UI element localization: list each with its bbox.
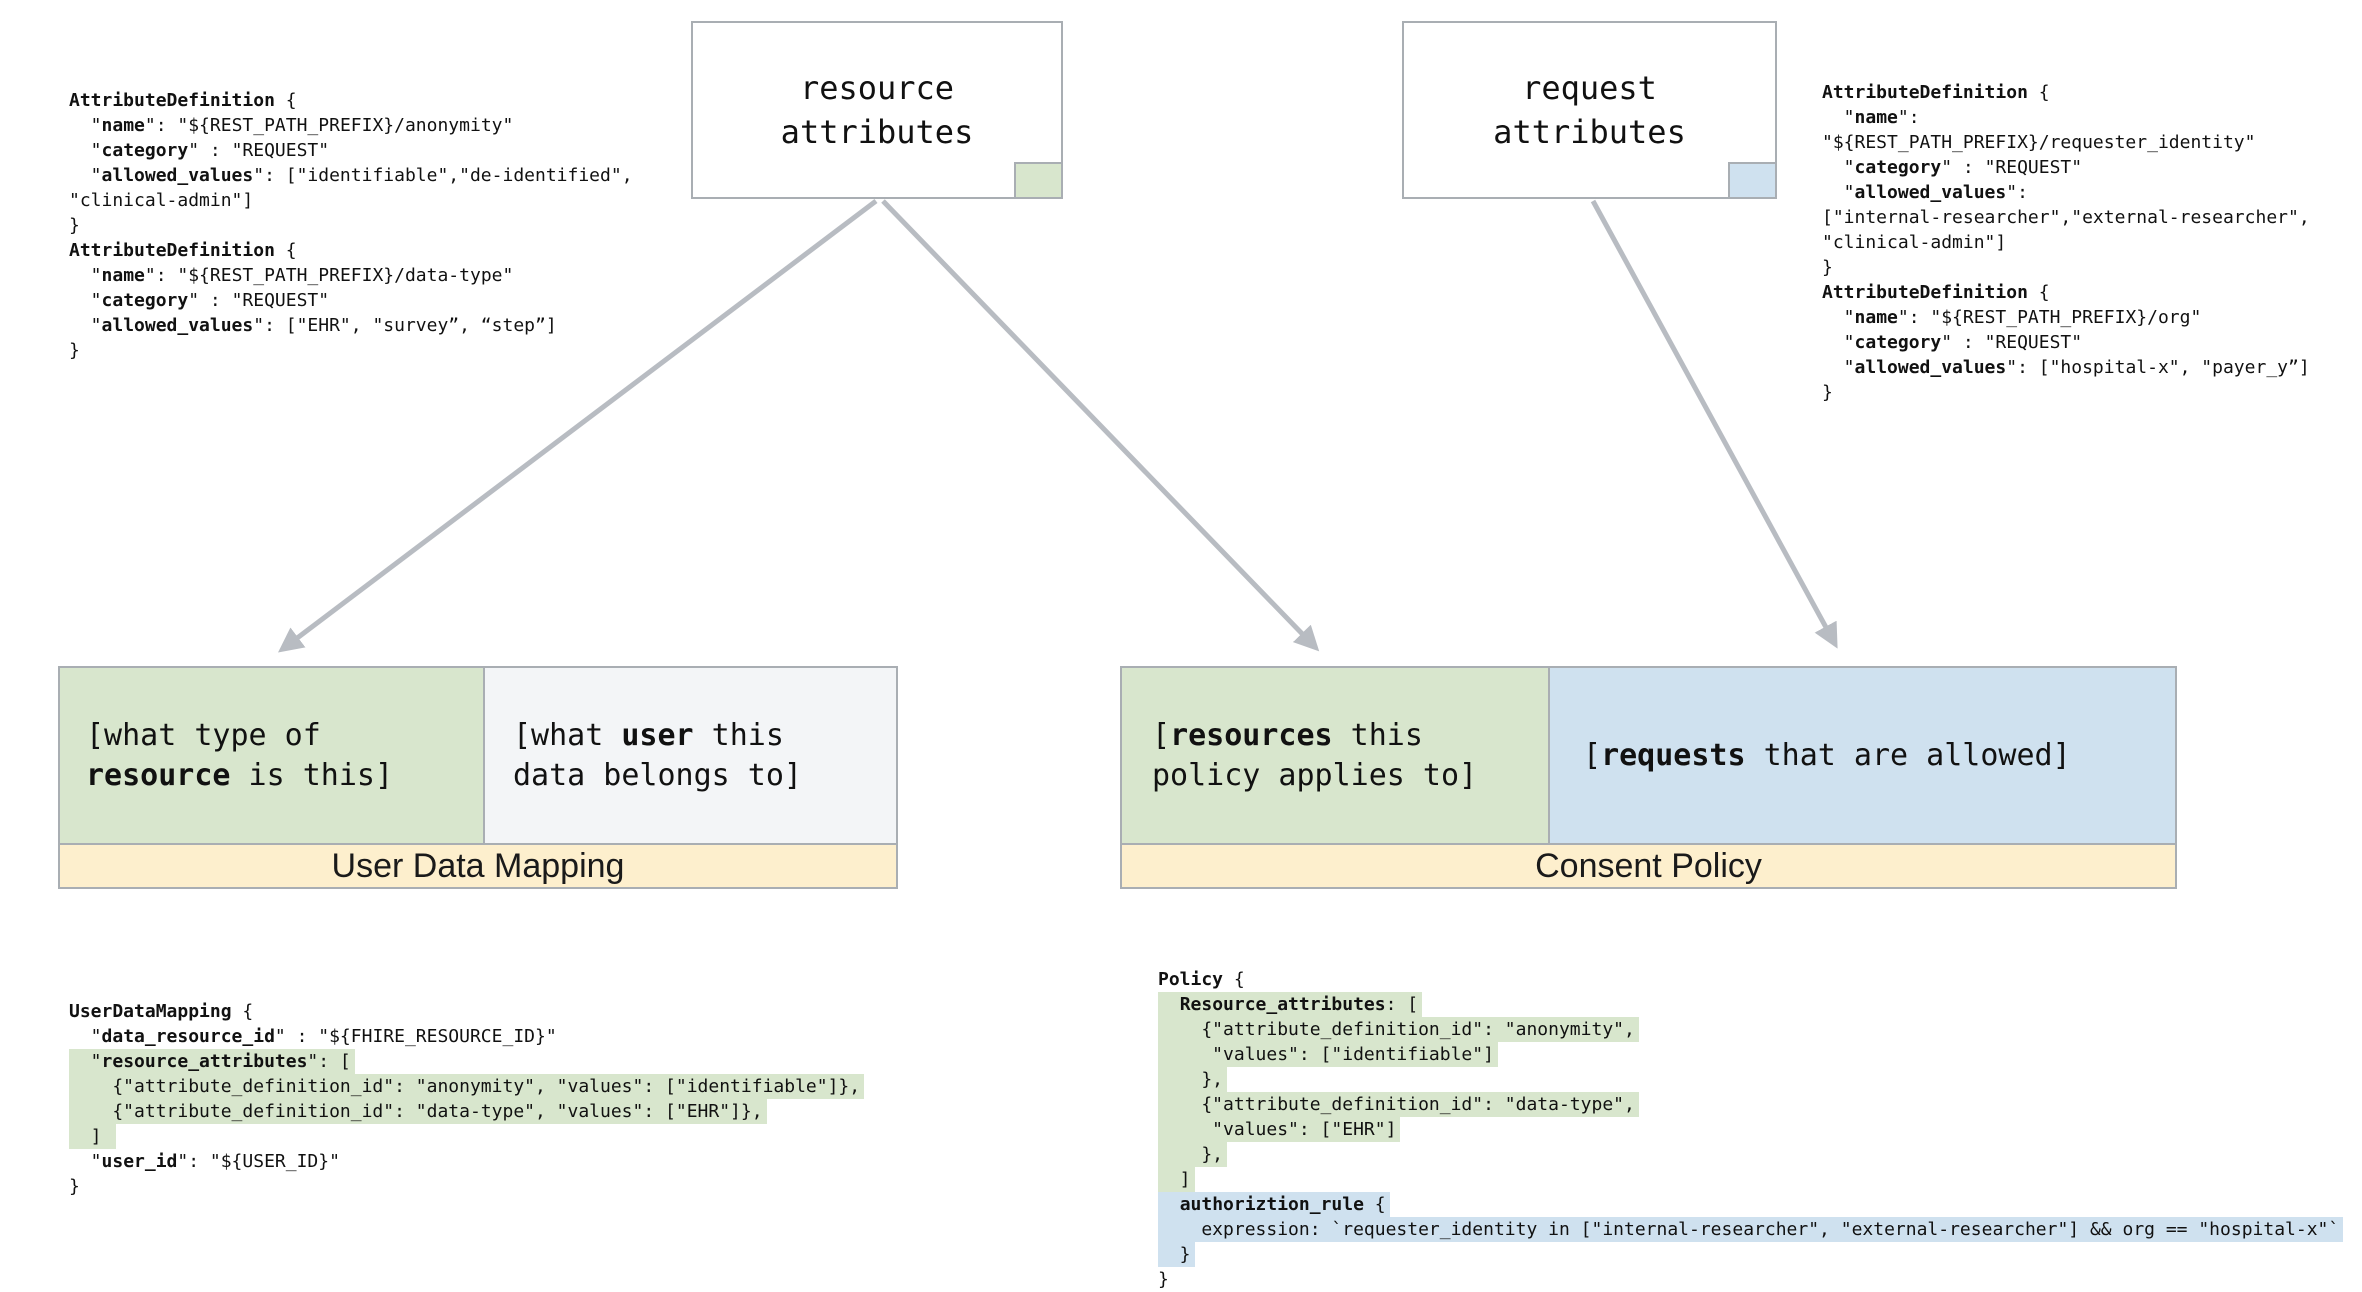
udm-resource-type-cell: [what type of resource is this] — [60, 668, 485, 843]
code-line: "values": ["EHR"] — [1158, 1117, 2343, 1142]
request-attributes-box: request attributes — [1402, 21, 1777, 199]
consent-policy-box: [resources this policy applies to] [reque… — [1120, 666, 2177, 889]
consent-policy-title: Consent Policy — [1535, 847, 1762, 885]
code-line: "clinical-admin"] — [69, 190, 254, 211]
attribute-definition-code-right: AttributeDefinition { "name": "${REST_PAT… — [1822, 80, 2310, 405]
code-line: "allowed_values": ["EHR", "survey”, “ste… — [69, 315, 557, 336]
code-line: "category" : "REQUEST" — [1822, 157, 2083, 178]
attribute-definition-code-left: AttributeDefinition { "name": "${REST_PA… — [69, 88, 633, 363]
green-resource-swatch — [1014, 162, 1063, 199]
user-data-mapping-cells: [what type of resource is this] [what use… — [60, 668, 896, 843]
consent-policy-code: Policy { Resource_attributes: [ {"attrib… — [1158, 967, 2344, 1292]
code-line: }, — [1158, 1067, 2343, 1092]
code-line: policy applies to] — [1152, 757, 1478, 793]
resource-attributes-label-line1: resource — [799, 69, 955, 107]
code-line: authoriztion_rule { — [1158, 1192, 2343, 1217]
code-line: [resources this — [1152, 717, 1423, 753]
code-line: "name": "${REST_PATH_PREFIX}/org" — [1822, 307, 2202, 328]
code-line: ] — [69, 1124, 864, 1149]
arrow-resource-to-consent-policy — [881, 199, 1320, 652]
code-line: UserDataMapping { — [69, 1001, 254, 1022]
code-line: AttributeDefinition { — [69, 240, 297, 261]
code-line: AttributeDefinition { — [1822, 282, 2050, 303]
code-line: [what user this — [513, 717, 784, 753]
consent-requests-cell: [requests that are allowed] — [1550, 668, 2175, 843]
code-line: Policy { — [1158, 969, 1245, 990]
code-line: expression: `requester_identity in ["int… — [1158, 1217, 2344, 1242]
user-data-mapping-title: User Data Mapping — [331, 847, 625, 885]
code-line: "allowed_values": ["hospital-x", "payer_… — [1822, 357, 2310, 378]
code-line: [requests that are allowed] — [1583, 737, 2071, 773]
code-line: "allowed_values": — [1822, 182, 2028, 203]
code-line: ["internal-researcher","external-researc… — [1822, 207, 2310, 228]
code-line: } — [1158, 1269, 1169, 1290]
resource-attributes-box: resource attributes — [691, 21, 1063, 199]
code-line: "name": — [1822, 107, 1920, 128]
code-line: "allowed_values": ["identifiable","de-id… — [69, 165, 633, 186]
user-data-mapping-box: [what type of resource is this] [what use… — [58, 666, 898, 889]
code-line: } — [1822, 257, 1833, 278]
code-line: } — [69, 1176, 80, 1197]
code-line: "category" : "REQUEST" — [69, 140, 330, 161]
consent-policy-banner: Consent Policy — [1122, 843, 2175, 887]
code-line: } — [1822, 382, 1833, 403]
code-line: "name": "${REST_PATH_PREFIX}/data-type" — [69, 265, 514, 286]
code-line: data belongs to] — [513, 757, 802, 793]
code-line: } — [1158, 1242, 2343, 1267]
code-line: } — [69, 340, 80, 361]
code-line: {"attribute_definition_id": "data-type", — [1158, 1092, 2343, 1117]
code-line: "category" : "REQUEST" — [69, 290, 330, 311]
code-line: AttributeDefinition { — [69, 90, 297, 111]
code-line: "clinical-admin"] — [1822, 232, 2007, 253]
request-attributes-label-line2: attributes — [1493, 113, 1686, 151]
code-line: "data_resource_id" : "${FHIRE_RESOURCE_I… — [69, 1026, 557, 1047]
arrow-resource-to-user-data-mapping — [278, 199, 878, 653]
consent-policy-cells: [resources this policy applies to] [reque… — [1122, 668, 2175, 843]
code-line: ] — [1158, 1167, 2343, 1192]
code-line: {"attribute_definition_id": "anonymity", — [1158, 1017, 2343, 1042]
request-attributes-label-line1: request — [1522, 69, 1657, 107]
code-line: "resource_attributes": [ — [69, 1049, 864, 1074]
user-data-mapping-code: UserDataMapping { "data_resource_id" : "… — [69, 999, 865, 1199]
code-line: resource is this] — [86, 757, 394, 793]
user-data-mapping-banner: User Data Mapping — [60, 843, 896, 887]
resource-attributes-label-line2: attributes — [780, 113, 974, 151]
code-line: "${REST_PATH_PREFIX}/requester_identity" — [1822, 132, 2256, 153]
code-line: }, — [1158, 1142, 2343, 1167]
code-line: AttributeDefinition { — [1822, 82, 2050, 103]
udm-user-cell: [what user this data belongs to] — [485, 668, 896, 843]
arrow-request-to-consent-policy — [1590, 199, 1838, 649]
code-line: "category" : "REQUEST" — [1822, 332, 2083, 353]
code-line: } — [69, 215, 80, 236]
code-line: {"attribute_definition_id": "anonymity",… — [69, 1074, 865, 1099]
consent-resources-cell: [resources this policy applies to] — [1122, 668, 1550, 843]
blue-request-swatch — [1728, 162, 1777, 199]
code-line: "values": ["identifiable"] — [1158, 1042, 2343, 1067]
code-line: "name": "${REST_PATH_PREFIX}/anonymity" — [69, 115, 514, 136]
code-line: [what type of — [86, 717, 321, 753]
code-line: {"attribute_definition_id": "data-type",… — [69, 1099, 864, 1124]
code-line: Resource_attributes: [ — [1158, 992, 2343, 1017]
code-line: "user_id": "${USER_ID}" — [69, 1151, 340, 1172]
